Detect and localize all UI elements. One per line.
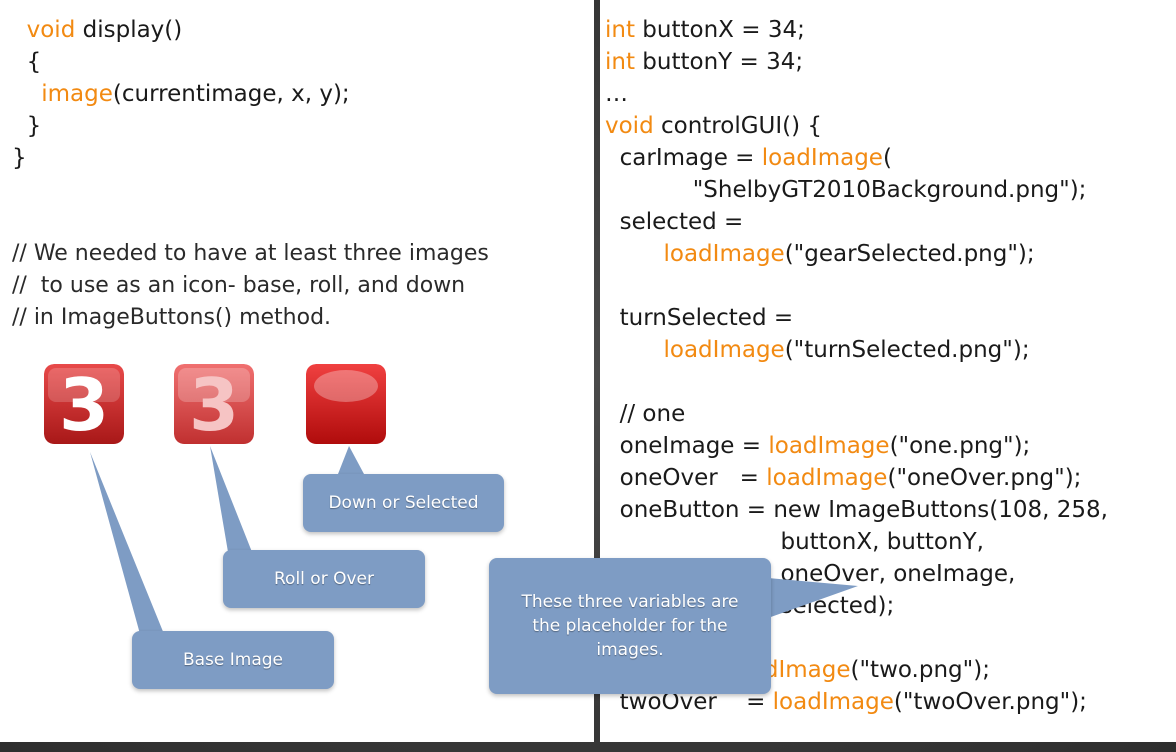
image-buttons-comment: // We needed to have at least three imag… (12, 238, 489, 334)
code-line: "ShelbyGT2010Background.png"); (605, 177, 1087, 203)
code-keyword: image (41, 81, 113, 107)
down-image-icon (306, 364, 386, 444)
code-text: ("one.png"); (889, 433, 1031, 459)
code-line: int buttonX = 34; (605, 17, 805, 43)
callout-vars-line: the placeholder for the (532, 616, 728, 636)
code-text: buttonX = 34; (635, 17, 805, 43)
code-line: void controlGUI() { (605, 113, 822, 139)
code-line: loadImage("gearSelected.png"); (605, 241, 1035, 267)
code-text (12, 81, 41, 107)
code-text: oneButton = new ImageButtons(108, 258, (605, 497, 1108, 523)
base-image-icon: 3 (44, 364, 124, 444)
code-line: … (605, 81, 628, 107)
code-line: turnSelected = (605, 305, 794, 331)
right-code-panel: int buttonX = 34; int buttonY = 34; … vo… (600, 0, 1176, 742)
code-line: // to use as an icon- base, roll, and do… (12, 273, 466, 298)
display-method-code: void display() { image(currentimage, x, … (12, 14, 350, 174)
code-text: ("twoOver.png"); (893, 689, 1087, 715)
callout-vars-line: images. (596, 640, 664, 660)
code-text: ("turnSelected.png"); (784, 337, 1030, 363)
code-line: } (12, 145, 27, 171)
code-line: void display() (12, 17, 183, 43)
code-line: buttonX, buttonY, (605, 529, 984, 555)
code-text: turnSelected = (605, 305, 794, 331)
code-keyword: loadImage (663, 337, 785, 363)
code-keyword: loadImage (768, 433, 890, 459)
code-text: oneOver = (605, 465, 767, 491)
callout-base-image: Base Image (132, 631, 334, 689)
code-text: … (605, 81, 628, 107)
code-line: { (12, 49, 42, 75)
code-text: display() (75, 17, 183, 43)
code-line: oneButton = new ImageButtons(108, 258, (605, 497, 1108, 523)
code-text: carImage = (605, 145, 762, 171)
code-line: selected = (605, 209, 744, 235)
callout-roll-or-over: Roll or Over (223, 550, 425, 608)
code-line: oneOver, oneImage, (605, 561, 1015, 587)
code-text: buttonX, buttonY, (605, 529, 984, 555)
code-text: ("two.png"); (850, 657, 990, 683)
code-keyword: void (605, 113, 654, 139)
code-text: ("gearSelected.png"); (784, 241, 1035, 267)
code-line: // one (605, 401, 686, 427)
code-text (605, 241, 664, 267)
code-text (605, 337, 664, 363)
code-line: loadImage("turnSelected.png"); (605, 337, 1030, 363)
code-text: // one (605, 401, 686, 427)
code-text: controlGUI() { (653, 113, 823, 139)
code-text: oneImage = (605, 433, 769, 459)
code-line: // We needed to have at least three imag… (12, 241, 489, 266)
svg-text:3: 3 (59, 364, 109, 444)
code-keyword: loadImage (663, 241, 785, 267)
code-keyword: int (605, 49, 635, 75)
code-line: oneImage = loadImage("one.png"); (605, 433, 1031, 459)
code-line: oneOver = loadImage("oneOver.png"); (605, 465, 1082, 491)
code-text: { (12, 49, 42, 75)
code-text: "ShelbyGT2010Background.png"); (605, 177, 1087, 203)
code-line: // in ImageButtons() method. (12, 305, 332, 330)
code-text: } (12, 145, 27, 171)
svg-text:3: 3 (189, 364, 239, 444)
callout-vars-line: These three variables are (521, 592, 739, 612)
code-text: ("oneOver.png"); (887, 465, 1082, 491)
callout-placeholder-variables: These three variables are the placeholde… (489, 558, 771, 694)
code-line: carImage = loadImage( (605, 145, 892, 171)
code-keyword: int (605, 17, 635, 43)
code-keyword: loadImage (766, 465, 888, 491)
code-keyword: void (26, 17, 76, 43)
roll-image-icon: 3 (174, 364, 254, 444)
control-gui-code: int buttonX = 34; int buttonY = 34; … vo… (605, 14, 1108, 718)
code-text (12, 17, 27, 43)
code-keyword: loadImage (772, 689, 894, 715)
code-text: selected = (605, 209, 744, 235)
code-keyword: loadImage (761, 145, 883, 171)
callout-down-or-selected: Down or Selected (303, 474, 504, 532)
code-text: (currentimage, x, y); (112, 81, 350, 107)
code-line: image(currentimage, x, y); (12, 81, 350, 107)
code-text: } (12, 113, 42, 139)
code-line: int buttonY = 34; (605, 49, 803, 75)
code-text: oneOver, oneImage, (605, 561, 1016, 587)
code-text: ( (882, 145, 892, 171)
code-line: } (12, 113, 42, 139)
code-text: buttonY = 34; (635, 49, 804, 75)
